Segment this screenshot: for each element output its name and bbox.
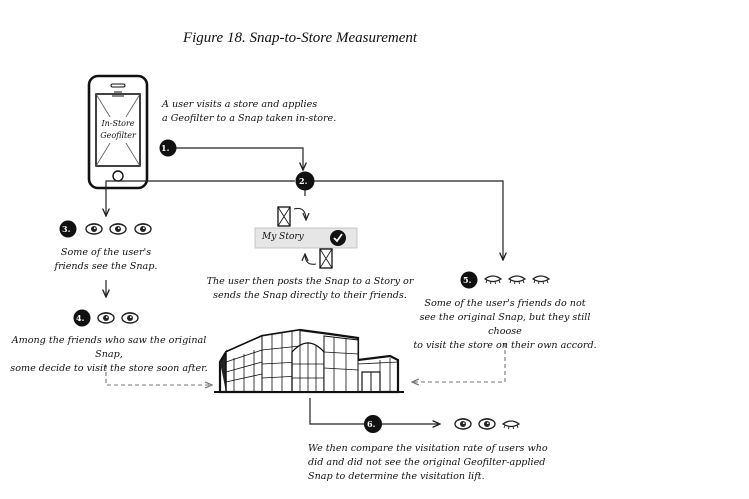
checkmark-icon <box>330 230 346 246</box>
eye-open-icon <box>97 311 115 324</box>
store-building-icon <box>214 328 404 394</box>
phone-screen-label: In-Store Geofilter <box>100 119 136 140</box>
step-3-badge <box>59 220 77 238</box>
eye-open-icon <box>454 417 472 430</box>
step-6-badge <box>364 415 382 433</box>
my-story-bar <box>254 206 358 269</box>
eye-open-icon <box>121 311 139 324</box>
eye-closed-icon <box>502 420 520 430</box>
step-1-text: A user visits a store and applies a Geof… <box>162 99 337 124</box>
step-1-number: 1. <box>161 143 170 153</box>
step-3-number: 3. <box>62 224 71 234</box>
step-3-text: Some of the user's friends see the Snap. <box>54 247 158 272</box>
step-5-text: Some of the user's friends do not see th… <box>413 298 597 351</box>
eye-closed-icon <box>532 275 550 285</box>
step-6-text: We then compare the visitation rate of u… <box>308 443 548 482</box>
step-2-text: The user then posts the Snap to a Story … <box>206 276 414 301</box>
my-story-label: My Story <box>262 232 304 242</box>
eye-closed-icon <box>508 275 526 285</box>
step-5-number: 5. <box>463 275 472 285</box>
eye-open-icon <box>109 222 127 235</box>
step-4-text: Among the friends who saw the original S… <box>10 335 208 374</box>
step-4-badge <box>73 309 91 327</box>
step-4-number: 4. <box>76 313 85 323</box>
eye-open-icon <box>85 222 103 235</box>
eye-closed-icon <box>484 275 502 285</box>
step-2-badge <box>295 171 315 191</box>
step-1-badge <box>159 139 177 157</box>
figure-title: Figure 18. Snap-to-Store Measurement <box>182 30 418 46</box>
smartphone-icon <box>87 74 149 190</box>
step-6-number: 6. <box>367 419 376 429</box>
step-5-badge <box>460 271 478 289</box>
step-2-number: 2. <box>299 176 308 186</box>
eye-open-icon <box>478 417 496 430</box>
eye-open-icon <box>134 222 152 235</box>
